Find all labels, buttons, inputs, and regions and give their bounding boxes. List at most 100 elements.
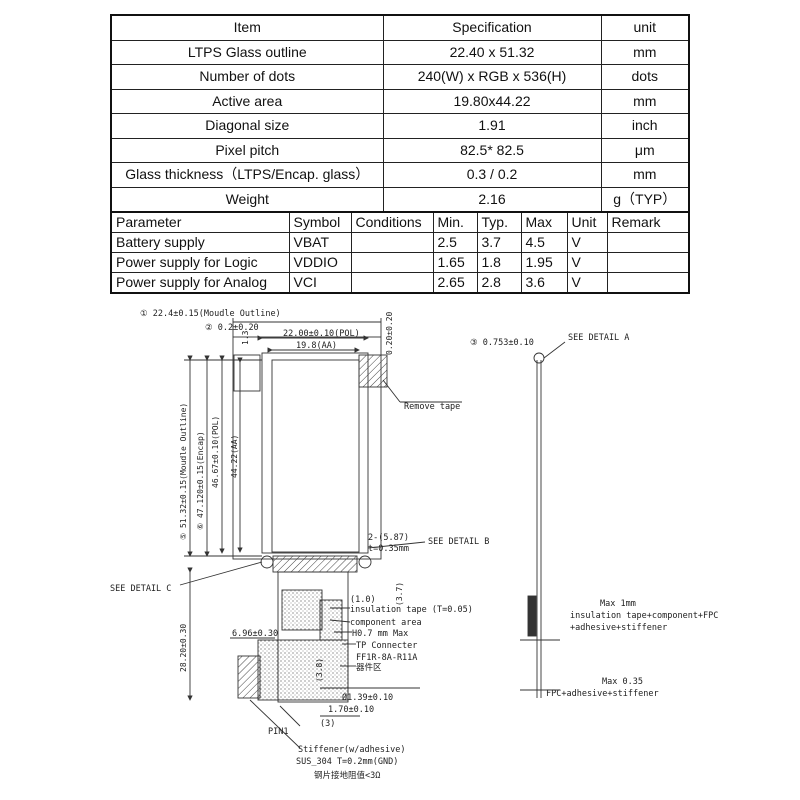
left-top-tab [233, 354, 261, 392]
spec-value: 82.5* 82.5 [382, 137, 602, 163]
elec-cell: Battery supply [110, 232, 290, 253]
elec-cell: V [566, 272, 608, 294]
spec-value: 240(W) x RGB x 536(H) [382, 64, 602, 90]
spec-row: LTPS Glass outline 22.40 x 51.32 mm [110, 39, 690, 65]
component-cn-label: 器件区 [356, 662, 382, 673]
electrical-characteristics-table: Parameter Symbol Conditions Min. Typ. Ma… [110, 211, 690, 294]
dim-13-label: 1.3 [241, 330, 250, 345]
tp-connecter-label: TP Connecter [356, 641, 417, 651]
elec-header-cell: Conditions [350, 211, 434, 233]
spec-unit: dots [600, 64, 690, 90]
fpc-neck [272, 555, 358, 573]
spec-value: 19.80x44.22 [382, 88, 602, 114]
spec-unit: mm [600, 88, 690, 114]
elec-cell: V [566, 232, 608, 253]
elec-cell [350, 252, 434, 273]
remove-tape-block [358, 354, 388, 388]
h07-label: H0.7 mm Max [352, 629, 408, 639]
elec-cell [606, 252, 690, 273]
elec-cell: 4.5 [520, 232, 568, 253]
spec-value: 0.3 / 0.2 [382, 162, 602, 188]
active-area-rect [271, 359, 360, 553]
spec-item: Number of dots [110, 64, 384, 90]
dim-37-label: (3.7) [395, 582, 404, 606]
stiffener-tab [237, 655, 261, 699]
elec-cell [350, 272, 434, 294]
spec-item: Diagonal size [110, 113, 384, 139]
elec-cell: VDDIO [288, 252, 352, 273]
elec-header-cell: Parameter [110, 211, 290, 233]
side-stack2-label: +adhesive+stiffener [570, 623, 667, 633]
elec-row: Battery supply VBAT 2.5 3.7 4.5 V [110, 232, 690, 253]
dim-020-label: 0.20±0.20 [385, 311, 394, 355]
thickness-753-label: ③ 0.753±0.10 [470, 338, 534, 348]
max-035-label: Max 0.35 [602, 677, 643, 687]
elec-cell: VCI [288, 272, 352, 294]
elec-cell: 3.6 [520, 272, 568, 294]
stiffener-label: Stiffener(w/adhesive) [298, 745, 405, 755]
spec-row: Pixel pitch 82.5* 82.5 μm [110, 137, 690, 163]
specification-table: Item Specification unit LTPS Glass outli… [110, 14, 690, 212]
height-encap-label: ⑥ 47.120±0.15(Encap) [196, 431, 205, 530]
component-area [281, 589, 323, 631]
elec-header-cell: Unit [566, 211, 608, 233]
spec-unit: inch [600, 113, 690, 139]
spec-header-unit: unit [600, 14, 690, 41]
elec-cell: 2.8 [476, 272, 522, 294]
insulation-tape-label: insulation tape (T=0.05) [350, 605, 473, 615]
aa-width-label: 19.8(AA) [296, 341, 337, 351]
stiffener-area [257, 639, 349, 701]
spec-row: Number of dots 240(W) x RGB x 536(H) dot… [110, 64, 690, 90]
see-detail-c-label: SEE DETAIL C [110, 584, 171, 594]
elec-cell: Power supply for Analog [110, 272, 290, 294]
spec-row: Active area 19.80x44.22 mm [110, 88, 690, 114]
height-aa-label: 44.22(AA) [230, 435, 239, 478]
elec-cell: 1.8 [476, 252, 522, 273]
remove-tape-label: Remove tape [404, 402, 460, 412]
spec-header-row: Item Specification unit [110, 14, 690, 41]
sus-label: SUS_304 T=0.2mm(GND) [296, 757, 398, 767]
spec-row: Weight 2.16 g（TYP） [110, 186, 690, 212]
dim-696-label: 6.96±0.30 [232, 629, 278, 639]
elec-cell: 1.65 [432, 252, 478, 273]
pol-rect [261, 352, 369, 554]
t035-label: t=0.35mm [368, 544, 409, 554]
elec-cell: 3.7 [476, 232, 522, 253]
ground-note-label: 钢片接地阻值<3Ω [314, 770, 380, 781]
spec-value: 2.16 [382, 186, 602, 212]
dim-139-label: Ø1.39±0.10 [342, 692, 393, 703]
pin1-label: PIN1 [268, 727, 288, 737]
see-detail-a-label: SEE DETAIL A [568, 333, 629, 343]
dim-2-587-label: 2-(5.87) [368, 533, 409, 543]
spec-header-item: Item [110, 14, 384, 41]
elec-header-cell: Remark [606, 211, 690, 233]
dim-2820-label: 28.20±0.30 [179, 624, 188, 672]
spec-item: Glass thickness（LTPS/Encap. glass） [110, 162, 384, 188]
elec-header-cell: Max [520, 211, 568, 233]
mechanical-drawing: ① 22.4±0.15(Moudle Outline) ② 0.2±0.20 2… [110, 309, 718, 781]
elec-cell: 1.95 [520, 252, 568, 273]
spec-unit: mm [600, 162, 690, 188]
elec-cell: Power supply for Logic [110, 252, 290, 273]
spec-header-spec: Specification [382, 14, 602, 41]
dim-10-label: (1.0) [350, 595, 376, 605]
spec-item: Active area [110, 88, 384, 114]
component-area-label: component area [350, 618, 422, 628]
elec-row: Power supply for Logic VDDIO 1.65 1.8 1.… [110, 252, 690, 273]
spec-item: LTPS Glass outline [110, 39, 384, 65]
elec-row: Power supply for Analog VCI 2.65 2.8 3.6… [110, 272, 690, 294]
pol-width-label: 22.00±0.10(POL) [283, 329, 360, 339]
spec-unit: mm [600, 39, 690, 65]
elec-cell [606, 232, 690, 253]
spec-value: 1.91 [382, 113, 602, 139]
spec-row: Diagonal size 1.91 inch [110, 113, 690, 139]
elec-cell: V [566, 252, 608, 273]
spec-unit: g（TYP） [600, 186, 690, 212]
fpc-body [277, 571, 349, 703]
ff1r-label: FF1R-8A-R11A [356, 653, 417, 663]
elec-header-row: Parameter Symbol Conditions Min. Typ. Ma… [110, 211, 690, 233]
detail-b-circle [358, 555, 372, 569]
elec-header-cell: Min. [432, 211, 478, 233]
module-outline-label: ① 22.4±0.15(Moudle Outline) [140, 309, 281, 319]
elec-cell: 2.65 [432, 272, 478, 294]
